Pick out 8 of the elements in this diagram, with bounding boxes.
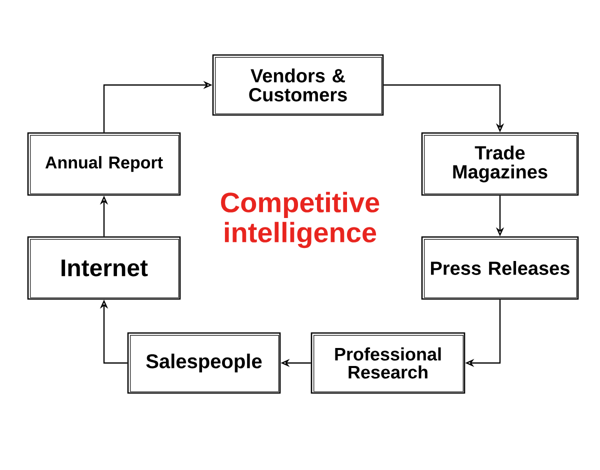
process-box: Vendors & Customers [212, 54, 384, 116]
process-box: Salespeople [127, 332, 281, 394]
process-box: Trade Magazines [421, 132, 579, 196]
title: Competitive intelligence [221, 192, 380, 248]
process-box: Professional Research [310, 332, 466, 394]
process-box: Press Releases [421, 236, 579, 300]
process-box: Internet [27, 236, 181, 300]
process-box: Annual Report [27, 132, 181, 196]
